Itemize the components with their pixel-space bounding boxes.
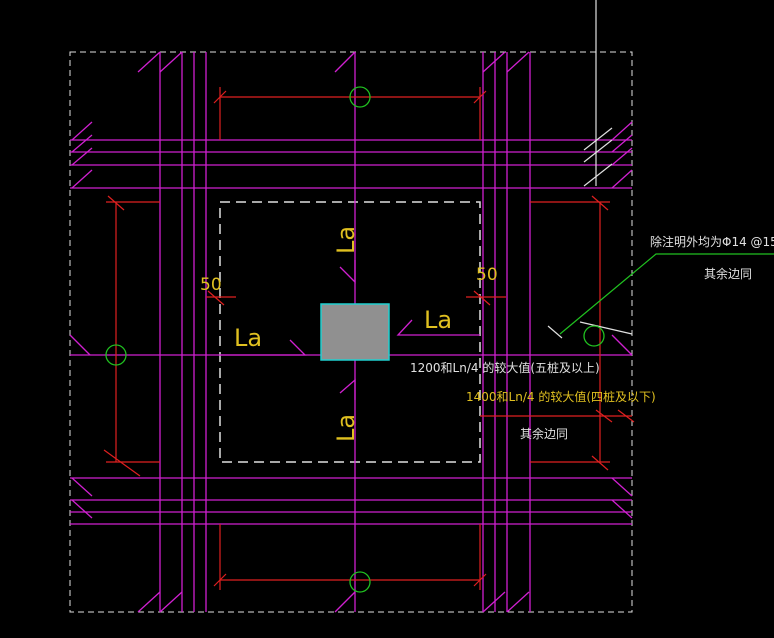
axis-circle-top: [349, 86, 371, 108]
note-same-center: 其余边同: [520, 426, 568, 441]
rebar-vertical-right: [482, 51, 531, 613]
dim-50-left: 50: [200, 275, 222, 295]
rebar-horizontal-bottom: [70, 477, 633, 525]
la-hooks: [220, 260, 480, 400]
rebar-note-leader: [559, 253, 774, 335]
axis-circle-bottom: [349, 571, 371, 593]
note-1400: 1400和Ln/4 的较大值(四桩及以下): [466, 389, 656, 404]
axis-circles: [105, 86, 605, 593]
axis-circle-left: [105, 344, 127, 366]
axis-circle-right: [583, 325, 605, 347]
column-section: [320, 303, 390, 361]
dim-50-right: 50: [476, 265, 498, 285]
note-same-right: 其余边同: [704, 266, 752, 281]
note-rebar-spec: 除注明外均为Φ14 @150: [650, 234, 774, 249]
outer-boundary-dashed: [69, 51, 633, 613]
la-label-bottom: La: [332, 414, 360, 442]
note-1200: 1200和Ln/4 的较大值(五桩及以上): [410, 360, 600, 375]
la-label-top: La: [332, 226, 360, 254]
la-label-right: La: [424, 306, 452, 334]
rebar-horizontal-top: [70, 121, 633, 189]
la-label-left: La: [234, 324, 262, 352]
white-leader-lines: [547, 0, 633, 339]
inner-zone-dashed: [219, 201, 481, 463]
rebar-vertical-left: [137, 51, 207, 613]
